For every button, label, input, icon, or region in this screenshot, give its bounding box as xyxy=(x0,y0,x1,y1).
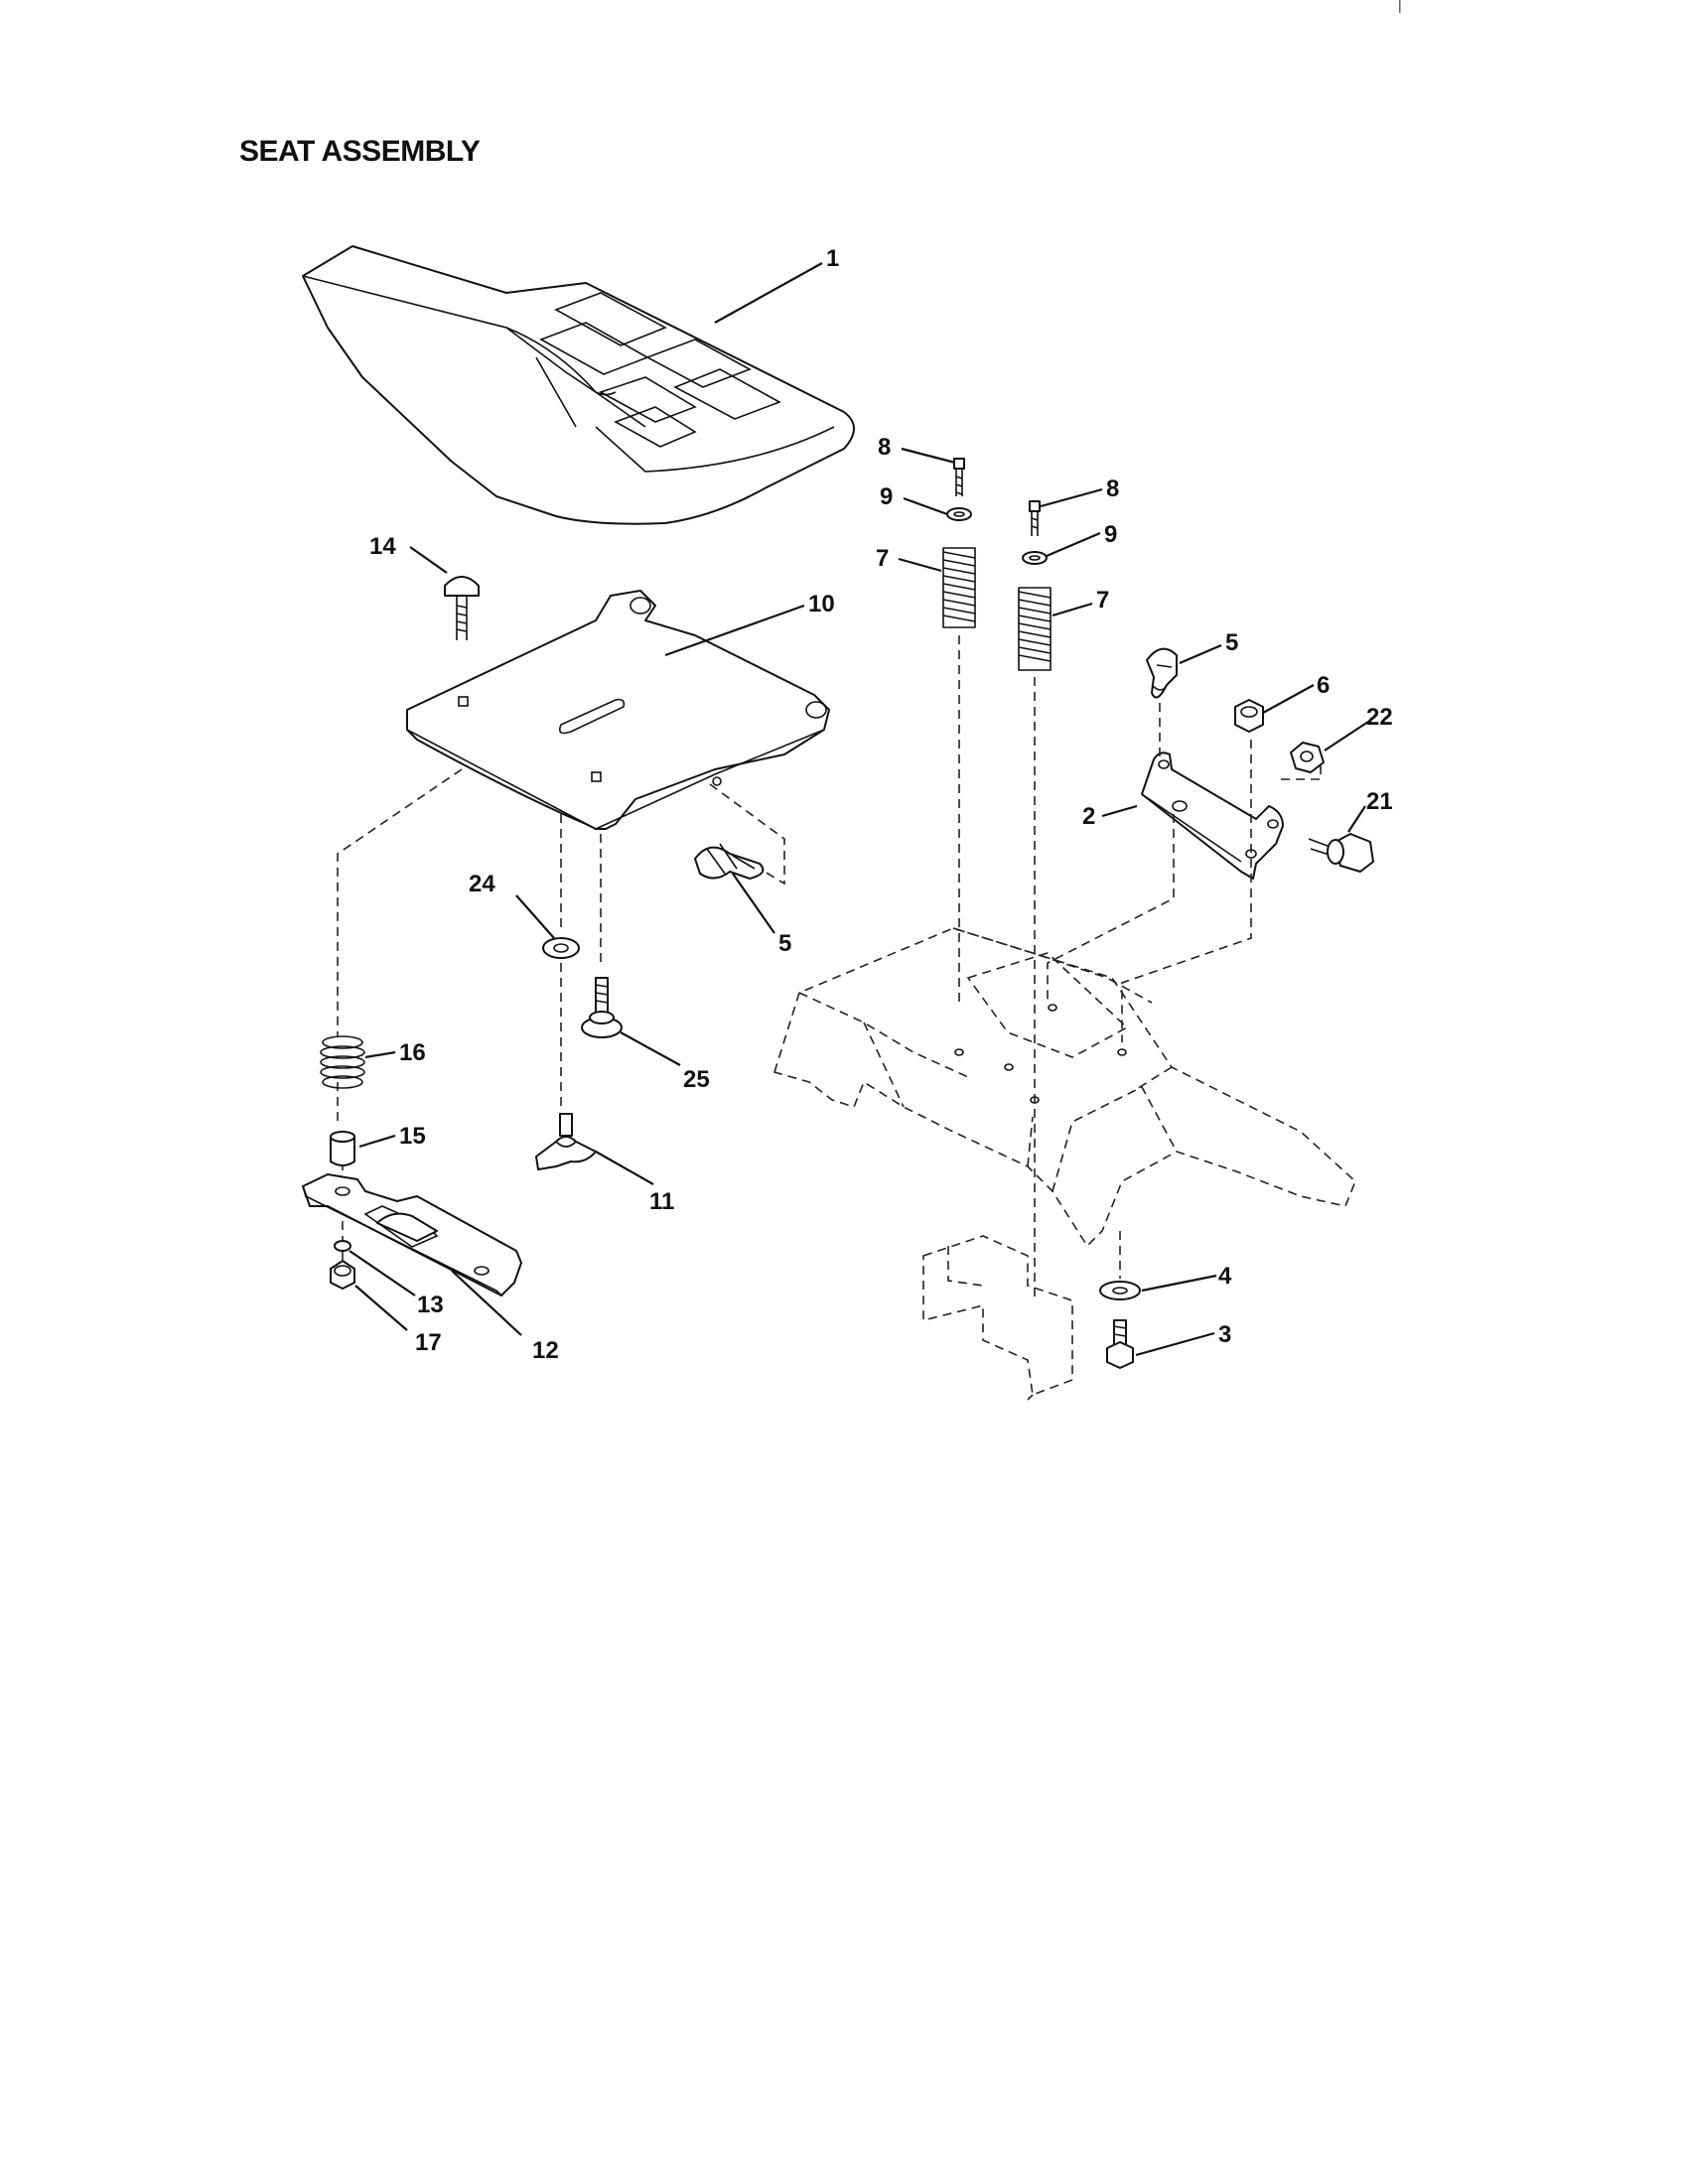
washer-24 xyxy=(542,937,580,959)
nut-17 xyxy=(330,1260,355,1290)
seat-clip-right xyxy=(1146,647,1178,699)
spring-7-right xyxy=(1018,587,1052,671)
callout-7b: 7 xyxy=(1096,587,1109,614)
carriage-bolt xyxy=(444,576,480,640)
nut-6 xyxy=(1234,699,1264,733)
callout-11: 11 xyxy=(649,1188,674,1215)
dash-lines-bracket xyxy=(1047,703,1322,1042)
callout-4: 4 xyxy=(1218,1263,1232,1290)
washer-9-right xyxy=(1022,551,1048,565)
slide-plate xyxy=(302,1173,522,1297)
callout-1: 1 xyxy=(826,245,839,272)
page-title: SEAT ASSEMBLY xyxy=(239,135,481,168)
callout-8a: 8 xyxy=(878,434,891,461)
callout-3: 3 xyxy=(1218,1321,1231,1348)
callout-13: 13 xyxy=(417,1292,444,1318)
callout-7a: 7 xyxy=(876,545,889,572)
callout-9a: 9 xyxy=(880,483,893,510)
callout-17: 17 xyxy=(415,1329,442,1356)
callout-6: 6 xyxy=(1317,672,1330,699)
callout-8b: 8 xyxy=(1106,476,1119,502)
washer-4 xyxy=(1099,1281,1141,1300)
callout-22: 22 xyxy=(1366,704,1393,731)
page-mark: | xyxy=(1398,0,1402,13)
spacer-15 xyxy=(330,1131,355,1166)
washer-9-left xyxy=(946,507,972,521)
tractor-frame-dashed xyxy=(772,927,1356,1401)
adjustment-knob xyxy=(535,1113,597,1170)
callout-12: 12 xyxy=(532,1337,559,1364)
nut-13 xyxy=(334,1240,351,1252)
callout-14: 14 xyxy=(369,533,396,560)
callout-9b: 9 xyxy=(1104,521,1117,548)
bolt-8-right xyxy=(1029,500,1041,536)
bolt-8-left xyxy=(953,458,965,496)
callout-labels: 1 8 8 9 9 7 7 10 5 6 22 21 2 14 24 5 16 … xyxy=(369,245,1393,1364)
callout-16: 16 xyxy=(399,1039,426,1066)
callout-24: 24 xyxy=(469,871,495,897)
spring-16 xyxy=(320,1035,365,1089)
callout-15: 15 xyxy=(399,1123,426,1150)
shoulder-bolt-25 xyxy=(581,977,623,1038)
seat xyxy=(302,245,855,525)
callout-2: 2 xyxy=(1082,803,1095,830)
callout-25: 25 xyxy=(683,1066,710,1093)
bolt-21 xyxy=(1308,833,1374,873)
spring-7-left xyxy=(942,547,976,628)
callout-5b: 5 xyxy=(1225,629,1238,656)
nut-22 xyxy=(1290,742,1325,773)
seat-pan xyxy=(406,590,830,830)
leader-lines xyxy=(349,262,1369,1357)
callout-5a: 5 xyxy=(778,930,791,957)
bolt-3 xyxy=(1106,1319,1134,1369)
seat-bracket xyxy=(1141,751,1284,880)
seat-clip-left xyxy=(694,843,765,880)
callout-21: 21 xyxy=(1366,788,1393,815)
callout-10: 10 xyxy=(808,591,835,617)
frame-holes xyxy=(954,1004,1127,1104)
